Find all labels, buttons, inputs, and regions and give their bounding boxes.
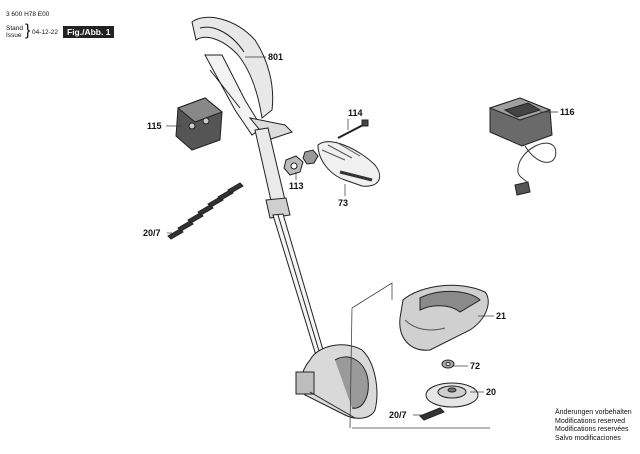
modification-notes: Änderungen vorbehalten Modifications res… — [555, 409, 632, 443]
guard-21-drawing — [399, 284, 489, 351]
part-label-21: 21 — [496, 311, 507, 321]
part-label-113: 113 — [289, 181, 304, 191]
battery-115-drawing — [175, 97, 223, 151]
part-label-73: 73 — [338, 198, 349, 208]
figure-label: Fig./Abb. 1 — [63, 26, 115, 38]
part-label-115: 115 — [147, 121, 162, 131]
brace-glyph: } — [25, 22, 31, 39]
part-label-20: 20 — [486, 387, 497, 397]
issue-label: Issue — [6, 32, 22, 39]
cutting-disc-20-drawing — [425, 382, 479, 408]
shaft-drawing — [254, 127, 327, 363]
charger-116-drawing — [488, 97, 557, 196]
motor-head-drawing — [295, 344, 378, 419]
issue-date: 04-12-22 — [32, 29, 59, 36]
note-en: Modifications reserved — [555, 417, 626, 425]
blades-20-7-drawing — [167, 182, 244, 240]
leader-lines — [166, 56, 558, 416]
assembly-outline — [349, 282, 490, 429]
stand-label: Stand — [6, 25, 23, 32]
nut-113-drawing — [283, 149, 319, 176]
aux-handle-73-drawing — [317, 141, 380, 187]
blade-20-7-bottom-drawing — [419, 407, 445, 421]
note-es: Salvo modificaciones — [555, 434, 621, 442]
screw-114-drawing — [337, 119, 369, 139]
part-label-116: 116 — [560, 107, 575, 117]
handle-801-drawing — [191, 16, 293, 141]
part-label-114: 114 — [348, 108, 363, 118]
note-fr: Modifications reservées — [555, 426, 629, 434]
washer-72-drawing — [441, 359, 455, 369]
doc-number: 3 600 H78 E00 — [6, 11, 50, 18]
part-label-72: 72 — [470, 361, 481, 371]
part-label-801: 801 — [268, 52, 284, 62]
part-label-20-7-bottom: 20/7 — [389, 410, 407, 420]
note-de: Änderungen vorbehalten — [555, 409, 632, 416]
part-label-20-7-top: 20/7 — [143, 228, 161, 238]
